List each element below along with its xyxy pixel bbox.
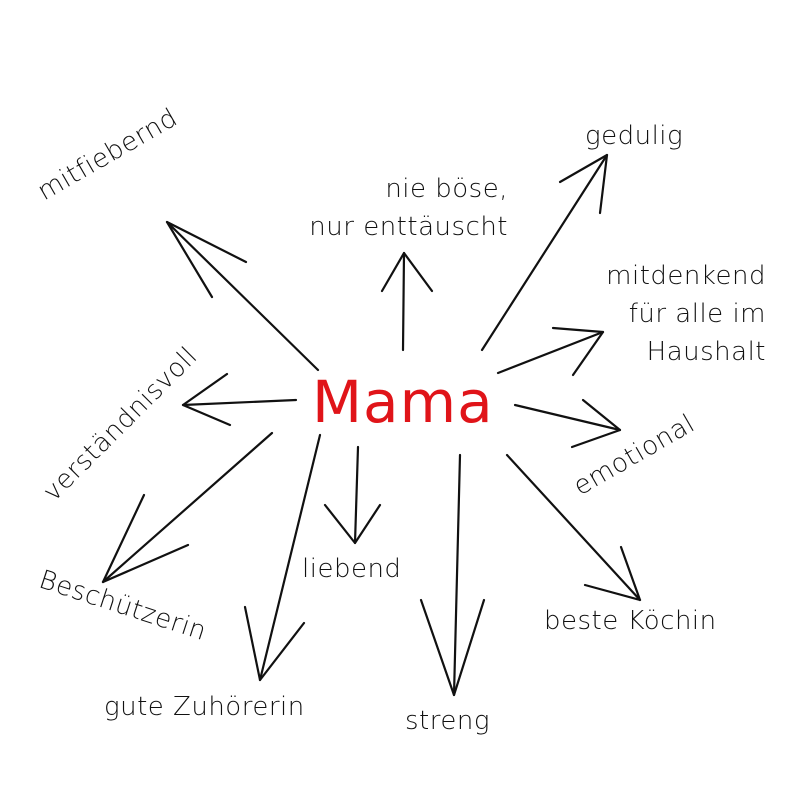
node-label: streng [405,706,490,736]
arrow-icon-streng [419,453,486,697]
arrow-icon-mitdenkend [496,326,605,377]
arrow-icon-liebend [323,445,382,545]
arrow-icon-gute-zuhoererin [243,433,322,682]
node-label: beste Köchin [544,606,717,636]
arrow-icon-verstaendnisvoll [181,372,298,427]
node-gute-zuhoererin: gute Zuhörerin [104,688,305,726]
node-label: gedulig [585,121,684,151]
arrow-icon-emotional [513,398,622,449]
node-label-line1: nie böse, [385,174,508,204]
node-beste-koechin: beste Köchin [544,602,717,640]
node-label-line3: Haushalt [646,337,766,367]
node-label-line2: nur enttäuscht [309,212,508,242]
node-label: liebend [302,554,402,584]
arrow-icon-mitfiebernd [165,220,320,372]
node-label: gute Zuhörerin [104,692,305,722]
node-streng: streng [405,702,490,740]
arrow-icon-beste-koechin [505,453,642,602]
node-nie-boese: nie böse, nur enttäuscht [258,170,508,246]
node-mitdenkend: mitdenkend für alle im Haushalt [568,257,766,371]
center-node-mama: Mama [312,368,494,436]
arrow-icon-beschuetzerin [101,431,274,584]
node-label-line1: mitdenkend [606,261,766,291]
node-gedulig: gedulig [585,117,683,155]
arrow-icon-nie-boese [380,251,434,352]
node-label-line2: für alle im [628,299,766,329]
arrow-icon-gedulig [480,153,609,352]
node-liebend: liebend [302,550,401,588]
